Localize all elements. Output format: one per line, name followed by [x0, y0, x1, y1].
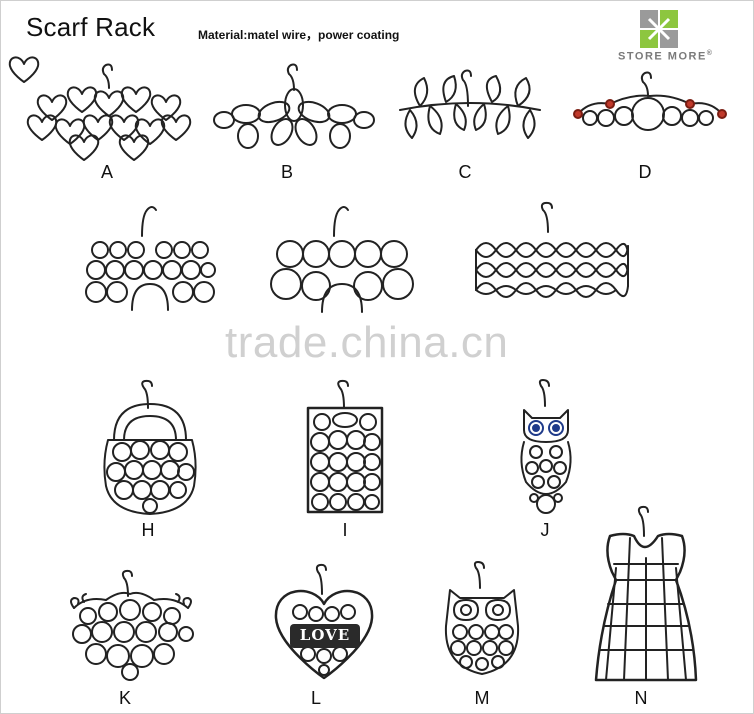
product-m: [440, 561, 524, 682]
product-label-a: A: [100, 162, 113, 182]
heart-love-hanger-icon: [274, 563, 374, 680]
product-label-m: M: [474, 688, 490, 708]
product-multi-ring: [84, 202, 216, 312]
owl-hanger-icon: [520, 379, 572, 514]
product-d: [570, 70, 730, 140]
product-label-i: I: [342, 520, 348, 540]
product-i: [302, 379, 388, 516]
product-label-n: N: [634, 688, 648, 708]
love-badge: LOVE: [290, 624, 360, 648]
watermark-text: trade.china.cn: [225, 318, 509, 367]
storemore-logo-icon: [640, 10, 678, 48]
product-k: [66, 569, 198, 682]
flower-loop-hanger-icon: [213, 63, 375, 149]
product-large-ring: [268, 202, 414, 313]
product-label-b: B: [280, 162, 293, 182]
product-a: [8, 56, 194, 161]
product-c: [390, 66, 550, 158]
product-h: [100, 379, 200, 518]
love-badge-text: LOVE: [299, 626, 351, 644]
material-note: Material:matel wire，power coating: [198, 28, 400, 42]
brand-name: STORE MORE®: [618, 50, 712, 63]
product-b: [212, 60, 377, 160]
product-label-c: C: [458, 162, 472, 182]
product-label-d: D: [638, 162, 652, 182]
brand-logo: STORE MORE®: [600, 6, 730, 66]
product-n: [594, 505, 698, 684]
product-j: [518, 379, 574, 518]
large-ring-hanger-icon: [270, 206, 414, 313]
panel-hanger-icon: [306, 379, 384, 514]
ring-bar-hanger-icon: [573, 71, 727, 131]
product-label-h: H: [141, 520, 155, 540]
wave-hanger-icon: [475, 201, 629, 298]
multi-ring-hanger-icon: [85, 206, 216, 311]
owl-block-hanger-icon: [444, 561, 520, 675]
product-label-l: L: [310, 688, 321, 708]
product-wave: [470, 201, 632, 298]
scroll-ring-hanger-icon: [70, 569, 194, 681]
heart-cluster-hanger-icon: [8, 56, 192, 161]
leaf-branch-hanger-icon: [399, 69, 541, 139]
product-l: [270, 563, 378, 682]
product-label-k: K: [118, 688, 131, 708]
page-title: Scarf Rack: [26, 12, 156, 42]
handbag-hanger-icon: [103, 379, 197, 515]
dress-form-hanger-icon: [594, 505, 698, 682]
product-label-j: J: [540, 520, 550, 540]
